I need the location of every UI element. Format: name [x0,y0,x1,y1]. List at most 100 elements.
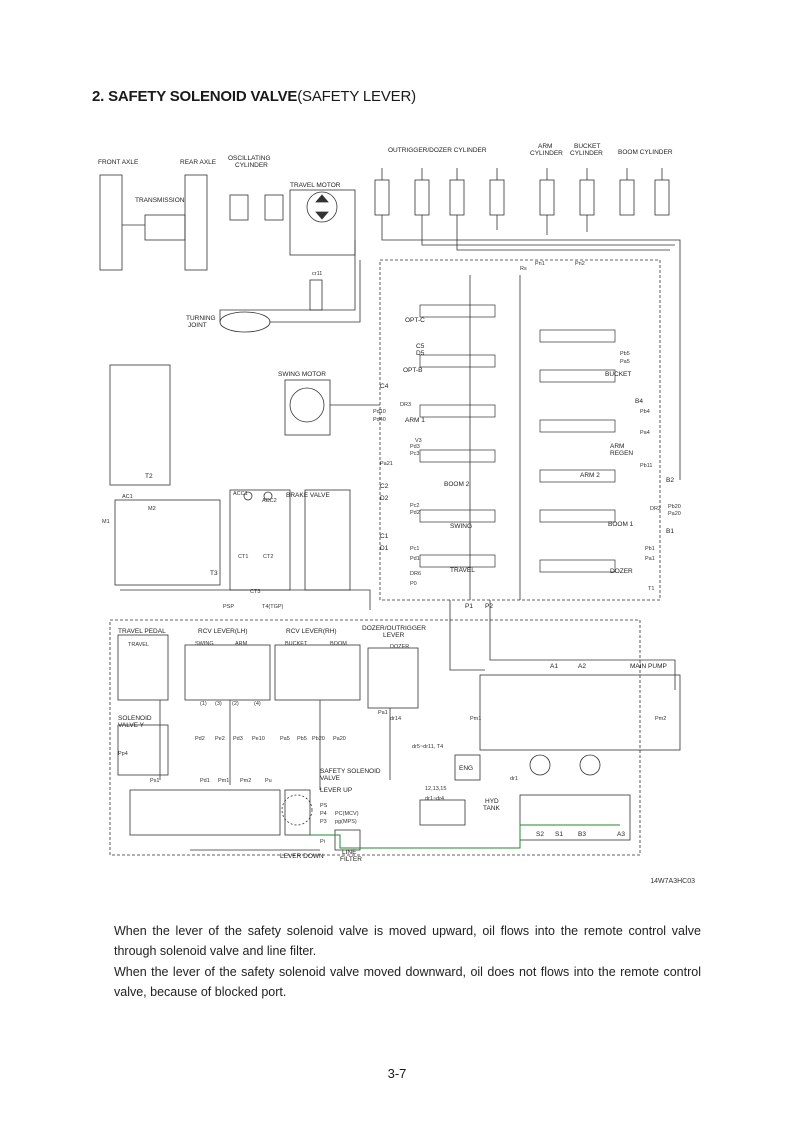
label-boom1: BOOM 1 [608,521,634,528]
page-title-bold: 2. SAFETY SOLENOID VALVE [92,88,298,105]
swing-motor-symbol [289,387,325,423]
label-dr6: DR6 [410,571,421,577]
label-num3: (3) [215,701,222,707]
label-pa5: Pa5 [620,359,630,365]
oscillating-cylinder-1 [229,194,249,221]
label-swing-spool: SWING [450,523,472,530]
label-eng: ENG [459,765,473,772]
figure-code: 14W7A3HC03 [650,878,695,885]
label-ct1: CT1 [238,554,248,560]
label-pn2: Pn2 [575,261,585,267]
safety-solenoid-valve-shape [284,789,311,836]
label-pu: Pu [265,778,272,784]
label-c5: C5 [416,343,425,350]
label-outrigger-dozer: OUTRIGGER/DOZER CYLINDER [388,147,487,154]
label-p0: P0 [410,581,417,587]
label-arm2: ARM 2 [580,472,600,479]
boom-cylinder-shape-1 [619,179,635,216]
label-dozer-spool: DOZER [610,568,633,575]
oscillating-cylinder-2 [264,194,284,221]
hydraulic-schematic: FRONT AXLE REAR AXLE OSCILLATING CYLINDE… [90,130,700,890]
label-swing-motor: SWING MOTOR [278,371,326,378]
label-opt-c: OPT-C [405,317,425,324]
label-b4: B4 [635,398,643,405]
label-boom2: BOOM 2 [444,481,470,488]
label-p1: P1 [465,603,473,610]
label-m2: M2 [148,506,156,512]
outrigger-cylinders [374,168,505,216]
label-num2: (2) [232,701,239,707]
rear-axle-shape [184,174,208,271]
label-pd3-mcv: Pd3 [410,444,420,450]
label-solenoid-2: VALVE Y [118,722,145,729]
label-pd40: Pd40 [373,417,386,423]
page-number: 3-7 [387,1066,407,1081]
label-p2: P2 [485,603,493,610]
label-pd2: Pd2 [195,736,205,742]
label-pm2: Pm2 [655,716,666,722]
label-pd1-sol: Pd1 [200,778,210,784]
turning-joint-shape [219,311,271,333]
label-brake-valve: BRAKE VALVE [286,492,330,499]
label-t4: T4(TGP) [262,604,284,610]
label-acc2: ACC2 [262,498,277,504]
line-filter-shape [334,829,361,851]
label-pd1: Pd1 [410,556,420,562]
label-solenoid-1: SOLENOID [118,715,152,722]
label-dr1: dr1 [510,776,518,782]
label-transmission: TRANSMISSION [135,197,185,204]
label-pb4: Pb4 [640,409,650,415]
label-s2: S2 [536,831,544,838]
accumulator-block [229,489,291,591]
label-pe10: Pe10 [252,736,265,742]
label-ct3: CT3 [250,589,260,595]
label-s1: S1 [555,831,563,838]
label-travel-sub: TRAVEL [128,642,149,648]
label-turning-1: TURNING [186,315,216,322]
page-title-suffix: (SAFETY LEVER) [297,88,416,105]
label-rear-axle: REAR AXLE [180,159,217,166]
label-a2: A2 [578,663,586,670]
label-rs: Rs [520,266,527,272]
label-v3: V3 [415,438,422,444]
label-arm-regen-2: REGEN [610,450,633,457]
label-d2: D2 [380,495,389,502]
label-pb11: Pb11 [640,463,652,469]
label-hyd-1: HYD [485,798,499,805]
bucket-cylinder-shape [579,179,595,216]
label-pa21: Pa21 [380,461,393,467]
label-pa20: Pa20 [668,511,681,517]
label-b2: B2 [666,477,674,484]
label-pc2: Pc2 [410,503,419,509]
label-b3: B3 [578,831,586,838]
label-main-pump: MAIN PUMP [630,663,667,670]
label-b1: B1 [666,528,674,535]
axle-lock-block [109,364,171,486]
label-pb20-lever: Pb20 [312,736,325,742]
solenoid-valve-bank [129,789,281,836]
label-acc1: ACC1 [233,491,248,497]
label-ac1: AC1 [122,494,133,500]
label-dr1-mcv: DR2 [650,506,661,512]
label-p4: P4 [320,811,327,817]
arm-cylinder-shape [539,179,555,216]
label-front-axle: FRONT AXLE [98,159,139,166]
label-pb1: Pb1 [645,546,655,552]
label-p3: P3 [320,819,327,825]
label-pm1: Pm1 [470,716,481,722]
label-d5: D5 [416,350,425,357]
label-rcv-lh: RCV LEVER(LH) [198,628,247,635]
label-psp: PSP [223,604,234,610]
label-pe2: Pe2 [215,736,225,742]
label-c2: C2 [380,483,389,490]
label-bucket-spool: BUCKET [605,371,631,378]
label-ps1: Ps1 [150,778,159,784]
label-turning-2: JOINT [188,322,207,329]
label-ps: PS [320,803,328,809]
label-dr14: dr14 [390,716,401,722]
label-pa5-lever: Pa5 [280,736,290,742]
transmission-shape [144,214,186,241]
label-arm-2: CYLINDER [530,150,563,157]
label-pb5-lever: Pb5 [297,736,307,742]
main-pump-housing [479,674,681,751]
